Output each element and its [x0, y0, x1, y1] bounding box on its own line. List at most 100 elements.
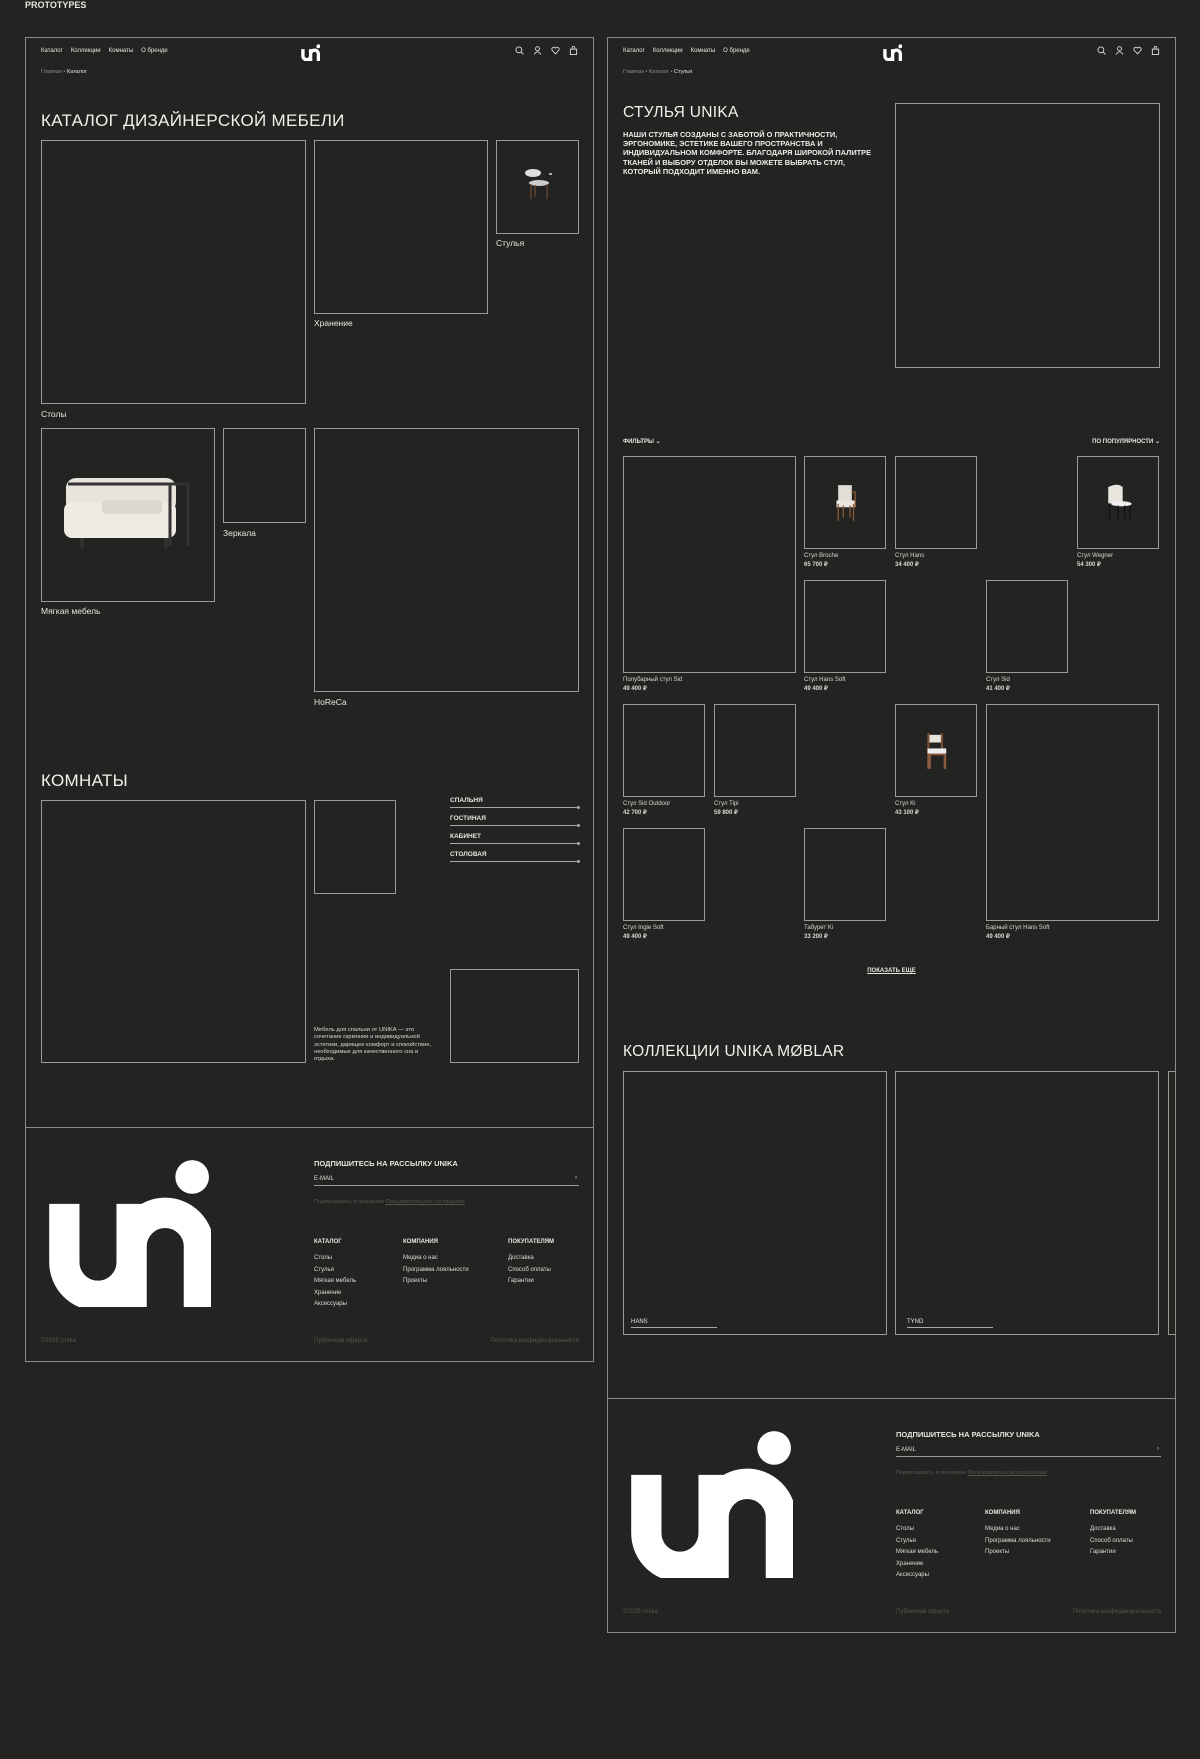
category-card-tables[interactable] [41, 140, 306, 404]
footer-link[interactable]: Аксессуары [314, 1301, 347, 1307]
privacy-link[interactable]: Политика конфиденциальности [1072, 1609, 1161, 1615]
footer-link[interactable]: Программа лояльности [403, 1266, 469, 1273]
footer-link[interactable]: Программа лояльности [985, 1537, 1051, 1544]
footer-link[interactable]: Способ оплаты [1090, 1537, 1133, 1544]
sort-dropdown[interactable]: ПО ПОПУЛЯРНОСТИ ⌄ [1092, 438, 1160, 445]
product-card[interactable] [804, 580, 886, 673]
breadcrumb-home[interactable]: Главная [41, 69, 62, 75]
footer-link[interactable]: Медиа о нас [985, 1526, 1020, 1532]
nav-catalog[interactable]: Каталог [41, 48, 63, 54]
footer-link[interactable]: Мягкая мебель [314, 1278, 356, 1284]
product-card[interactable] [623, 704, 705, 797]
footer-link[interactable]: Гарантии [508, 1278, 534, 1284]
footer-link[interactable]: Доставка [1090, 1526, 1116, 1532]
footer-link[interactable]: Стулья [896, 1537, 916, 1544]
logo[interactable] [882, 44, 902, 61]
footer-link[interactable]: Способ оплаты [508, 1266, 551, 1273]
search-icon[interactable] [515, 46, 524, 55]
logo[interactable] [300, 44, 320, 61]
privacy-link[interactable]: Политика конфиденциальности [490, 1338, 579, 1344]
product-card[interactable] [623, 456, 796, 673]
show-more-button[interactable]: ПОКАЗАТЬ ЕЩЕ [867, 968, 916, 974]
nav-rooms[interactable]: Комнаты [690, 48, 716, 54]
filters-button[interactable]: ФИЛЬТРЫ ⌄ [623, 438, 661, 445]
category-label[interactable]: Хранение [314, 318, 353, 328]
product-card[interactable] [804, 456, 886, 549]
product-card[interactable] [804, 828, 886, 921]
footer-link[interactable]: Стулья [314, 1266, 334, 1273]
footer-link[interactable]: Аксессуары [896, 1572, 929, 1578]
footer-link[interactable]: Мягкая мебель [896, 1549, 938, 1555]
footer-link[interactable]: Гарантии [1090, 1549, 1116, 1555]
product-card[interactable] [895, 456, 977, 549]
consent-link[interactable]: Пользовательское соглашение [967, 1470, 1047, 1476]
collection-label[interactable]: HANS [631, 1319, 717, 1328]
user-icon[interactable] [533, 46, 542, 55]
chevron-right-icon[interactable]: › [1157, 1446, 1159, 1452]
nav-rooms[interactable]: Комнаты [108, 48, 134, 54]
footer-link[interactable]: Доставка [508, 1255, 534, 1261]
product-card[interactable] [714, 704, 796, 797]
collection-card-tynd[interactable]: TYND [895, 1071, 1159, 1335]
nav-about[interactable]: О бренде [141, 48, 168, 54]
email-input[interactable]: E-MAIL › [314, 1175, 579, 1186]
user-icon[interactable] [1115, 46, 1124, 55]
nav-collections[interactable]: Коллекции [652, 48, 683, 54]
email-input[interactable]: E-MAIL › [896, 1446, 1161, 1457]
heart-icon[interactable] [1133, 46, 1142, 55]
product-card[interactable] [986, 704, 1159, 921]
collection-card-hans[interactable]: HANS [623, 1071, 887, 1335]
search-icon[interactable] [1097, 46, 1106, 55]
room-link-living[interactable]: ГОСТИНАЯ [450, 815, 580, 827]
footer-link[interactable]: Столы [896, 1526, 915, 1532]
collection-card-partial[interactable] [1168, 1071, 1175, 1335]
product-card[interactable] [623, 828, 705, 921]
category-label[interactable]: Мягкая мебель [41, 606, 101, 616]
footer-link[interactable]: Хранение [314, 1289, 342, 1296]
category-label[interactable]: Стулья [496, 238, 525, 248]
category-label[interactable]: HoReCa [314, 697, 347, 707]
chevron-right-icon[interactable]: › [575, 1175, 577, 1181]
category-label[interactable]: Столы [41, 409, 67, 419]
room-link-bedroom[interactable]: СПАЛЬНЯ [450, 797, 580, 809]
bag-icon[interactable] [1151, 46, 1160, 55]
product-card[interactable] [895, 704, 977, 797]
breadcrumb-home[interactable]: Главная [623, 69, 644, 75]
category-label[interactable]: Зеркала [223, 528, 256, 538]
nav-catalog[interactable]: Каталог [623, 48, 645, 54]
breadcrumb-catalog[interactable]: Каталог [648, 69, 669, 75]
footer-link[interactable]: Проекты [403, 1278, 428, 1284]
footer-link[interactable]: Проекты [985, 1549, 1010, 1555]
public-offer-link[interactable]: Публичная оферта [314, 1338, 367, 1344]
public-offer-link[interactable]: Публичная оферта [896, 1609, 949, 1615]
product-card[interactable] [1077, 456, 1159, 549]
room-link-office[interactable]: КАБИНЕТ [450, 833, 580, 845]
category-card-horeca[interactable] [314, 428, 579, 692]
category-card-mirrors[interactable] [223, 428, 306, 523]
bag-icon[interactable] [569, 46, 578, 55]
category-card-soft-furniture[interactable] [41, 428, 215, 602]
consent-link[interactable]: Пользовательское соглашение [385, 1199, 465, 1205]
footer-link[interactable]: Столы [314, 1255, 333, 1261]
footer-link[interactable]: Хранение [896, 1560, 924, 1567]
collection-label[interactable]: TYND [907, 1319, 993, 1328]
product-card[interactable] [986, 580, 1068, 673]
room-link-dining[interactable]: СТОЛОВАЯ [450, 851, 580, 863]
category-card-storage[interactable] [314, 140, 488, 314]
nav-collections[interactable]: Коллекции [70, 48, 101, 54]
nav-about[interactable]: О бренде [723, 48, 750, 54]
category-card-chairs[interactable] [496, 140, 579, 234]
footer-link[interactable]: Медиа о нас [403, 1255, 438, 1261]
